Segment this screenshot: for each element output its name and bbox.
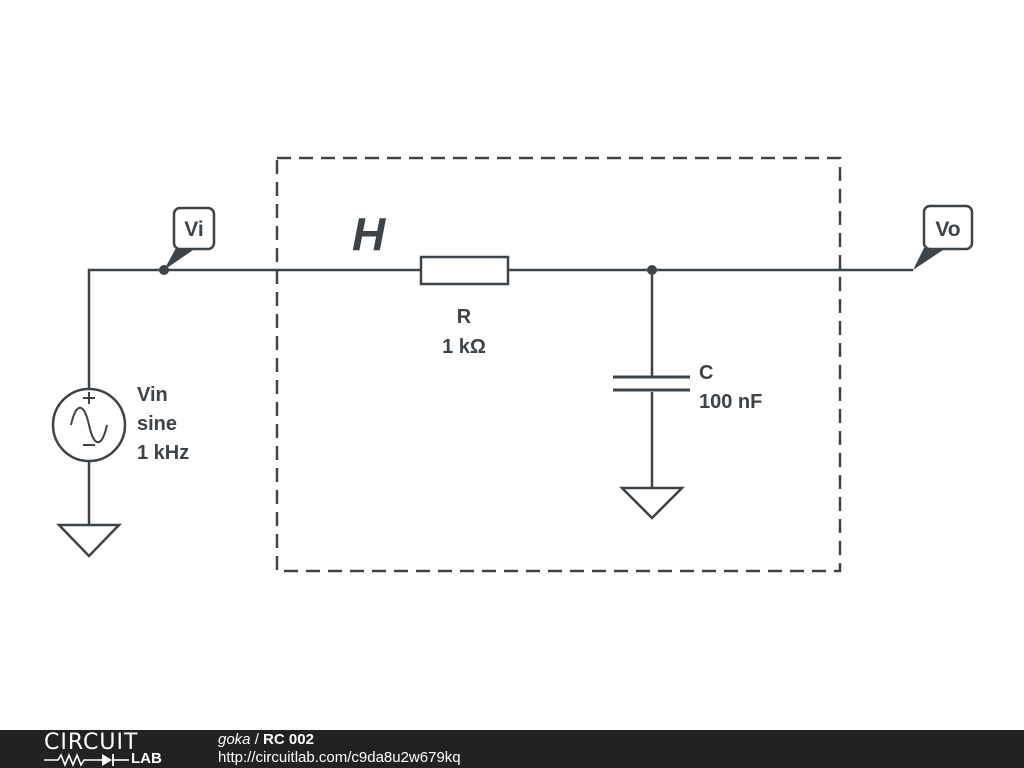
author-link[interactable]: goka: [218, 731, 251, 748]
circuit-schematic: H R 1 kΩ C 100 nF Vin sine 1 kHz Vi: [51, 156, 974, 573]
schematic-title[interactable]: RC 002: [263, 731, 314, 748]
logo-text-top: CIRCUIT: [44, 730, 139, 755]
credit-separator: /: [250, 731, 264, 748]
ground-source-icon: [56, 523, 122, 558]
source-waveform: sine: [137, 413, 177, 435]
resistor-name: R: [457, 306, 472, 328]
block-boundary: [275, 156, 842, 573]
node-tag-vo-label: Vo: [935, 218, 960, 241]
source-name: Vin: [137, 384, 168, 406]
capacitor-name: C: [699, 362, 713, 384]
resistor-value: 1 kΩ: [442, 336, 486, 358]
capacitor-value: 100 nF: [699, 391, 762, 413]
wires: [87, 268, 913, 525]
block-label: H: [352, 208, 386, 260]
logo-text-bottom: LAB: [131, 750, 162, 767]
logo-resistor-diode-icon: [44, 752, 129, 768]
schematic-url[interactable]: http://circuitlab.com/c9da8u2w679kq: [218, 749, 461, 766]
node-tag-vo[interactable]: Vo: [913, 204, 974, 270]
circuitlab-logo[interactable]: CIRCUIT LAB: [44, 730, 184, 768]
schematic-credit: goka / RC 002: [218, 731, 314, 749]
junction-vo: [647, 265, 657, 275]
ground-capacitor-icon: [618, 486, 686, 520]
resistor-r[interactable]: [419, 255, 510, 286]
sine-source-icon[interactable]: [51, 387, 127, 463]
node-tag-vi[interactable]: Vi: [164, 206, 216, 270]
footer-bar: CIRCUIT LAB goka / RC 002 http://circuit…: [0, 730, 1024, 768]
node-tag-vi-label: Vi: [184, 218, 203, 241]
source-frequency: 1 kHz: [137, 442, 189, 464]
capacitor-c[interactable]: [613, 375, 690, 392]
